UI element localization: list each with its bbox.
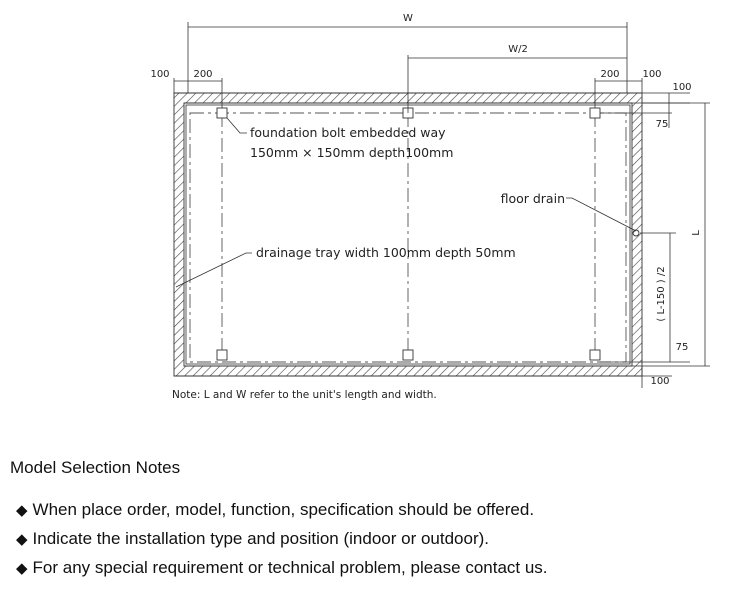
- drainage-tray-label: drainage tray width 100mm depth 50mm: [256, 245, 516, 260]
- note-item: ◆For any special requirement or technica…: [10, 553, 725, 582]
- width-dimension: [173, 22, 643, 113]
- diamond-bullet-icon: ◆: [16, 531, 28, 548]
- length-dimension: [600, 92, 710, 388]
- note-item: ◆Indicate the installation type and posi…: [10, 524, 725, 553]
- leader-lines: [175, 117, 637, 288]
- diamond-bullet-icon: ◆: [16, 502, 28, 519]
- dim-w-half: W/2: [508, 44, 528, 55]
- dim-l: L: [691, 230, 702, 236]
- bolt-hole: [216, 107, 228, 119]
- bolt-hole: [216, 349, 228, 361]
- drawing-note: Note: L and W refer to the unit's length…: [172, 389, 437, 401]
- dim-top-right: 100: [672, 82, 691, 93]
- dim-w: W: [403, 13, 413, 24]
- bolt-hole: [589, 349, 601, 361]
- bolt-hole: [402, 349, 414, 361]
- dim-right-offset: 100: [642, 69, 661, 80]
- dim-bottom-offset: 100: [650, 376, 669, 387]
- dim-left-offset: 100: [150, 69, 169, 80]
- note-text: For any special requirement or technical…: [32, 558, 548, 577]
- notes-title: Model Selection Notes: [10, 458, 181, 477]
- floor-drain-marker: [632, 229, 640, 237]
- dim-drain-offset: ( L-150 ) /2: [656, 266, 667, 321]
- bolt-callout-line1: foundation bolt embedded way: [250, 125, 446, 140]
- bolt-callout-line2: 150mm × 150mm depth100mm: [250, 145, 453, 160]
- dim-left-bolt: 200: [193, 69, 212, 80]
- note-text: Indicate the installation type and posit…: [32, 529, 489, 548]
- bolt-hole: [589, 107, 601, 119]
- note-item: ◆When place order, model, function, spec…: [10, 495, 725, 524]
- dim-bottom-bolt: 75: [676, 342, 689, 353]
- dim-top-bolt: 75: [656, 119, 669, 130]
- foundation-drawing: W W/2 100 200 200 100 100 75 L ( L-150 )…: [150, 13, 710, 401]
- dim-right-bolt: 200: [600, 69, 619, 80]
- diamond-bullet-icon: ◆: [16, 560, 28, 577]
- model-selection-notes: Model Selection Notes ◆When place order,…: [10, 458, 725, 582]
- floor-drain-label: floor drain: [501, 191, 565, 206]
- note-text: When place order, model, function, speci…: [32, 500, 535, 519]
